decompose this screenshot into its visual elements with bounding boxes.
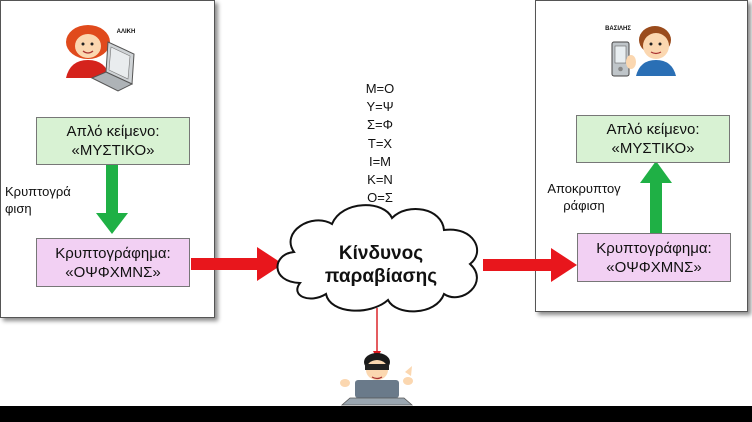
receiver-ciphertext-box: Κρυπτογράφημα: «ΟΨΦΧΜΝΣ» [577, 233, 731, 282]
receiver-plaintext-label: Απλό κείμενο: [606, 121, 700, 138]
sender-ciphertext-box: Κρυπτογράφημα: «ΟΨΦΧΜΝΣ» [36, 238, 190, 287]
sender-name: ΑΛΙΚΗ [116, 29, 136, 35]
mapping-row: Ι=Μ [368, 153, 392, 169]
receiver-ciphertext-value: «ΟΨΦΧΜΝΣ» [606, 258, 702, 276]
sender-ciphertext-value: «ΟΨΦΧΜΝΣ» [65, 263, 161, 281]
mapping-row: Υ=Ψ [366, 99, 394, 115]
mapping-row: Κ=Ν [367, 172, 393, 188]
receiver-plaintext-box: Απλό κείμενο: «ΜΥΣΤΙΚΟ» [576, 115, 730, 163]
sender-plaintext-box: Απλό κείμενο: «ΜΥΣΤΙΚΟ» [36, 117, 190, 165]
mapping-row: Ο=Σ [367, 190, 393, 206]
mapping-row: Τ=Χ [367, 135, 393, 151]
receiver-plaintext-value: «ΜΥΣΤΙΚΟ» [611, 140, 695, 157]
hacker-icon [340, 353, 414, 406]
encrypt-label: Κρυπτογρά φιση [5, 184, 71, 216]
sender-plaintext-label: Απλό κείμενο: [66, 123, 160, 140]
leak-arrow [373, 308, 381, 359]
sender-plaintext-value: «ΜΥΣΤΙΚΟ» [71, 142, 155, 159]
substitution-table: Μ=Ο Υ=Ψ Σ=Φ Τ=Χ Ι=Μ Κ=Ν Ο=Σ [340, 80, 420, 207]
mapping-row: Σ=Φ [367, 117, 393, 133]
bottom-border [0, 406, 752, 422]
receiver-name: ΒΑΣΙΛΗΣ [605, 26, 631, 32]
mapping-row: Μ=Ο [365, 81, 395, 96]
decrypt-label: Αποκρυπτογ ράφιση [547, 181, 621, 213]
sender-ciphertext-label: Κρυπτογράφημα: [55, 244, 171, 262]
receiver-ciphertext-label: Κρυπτογράφημα: [596, 239, 712, 257]
cloud-label: Κίνδυνος παραβίασης [324, 243, 438, 287]
